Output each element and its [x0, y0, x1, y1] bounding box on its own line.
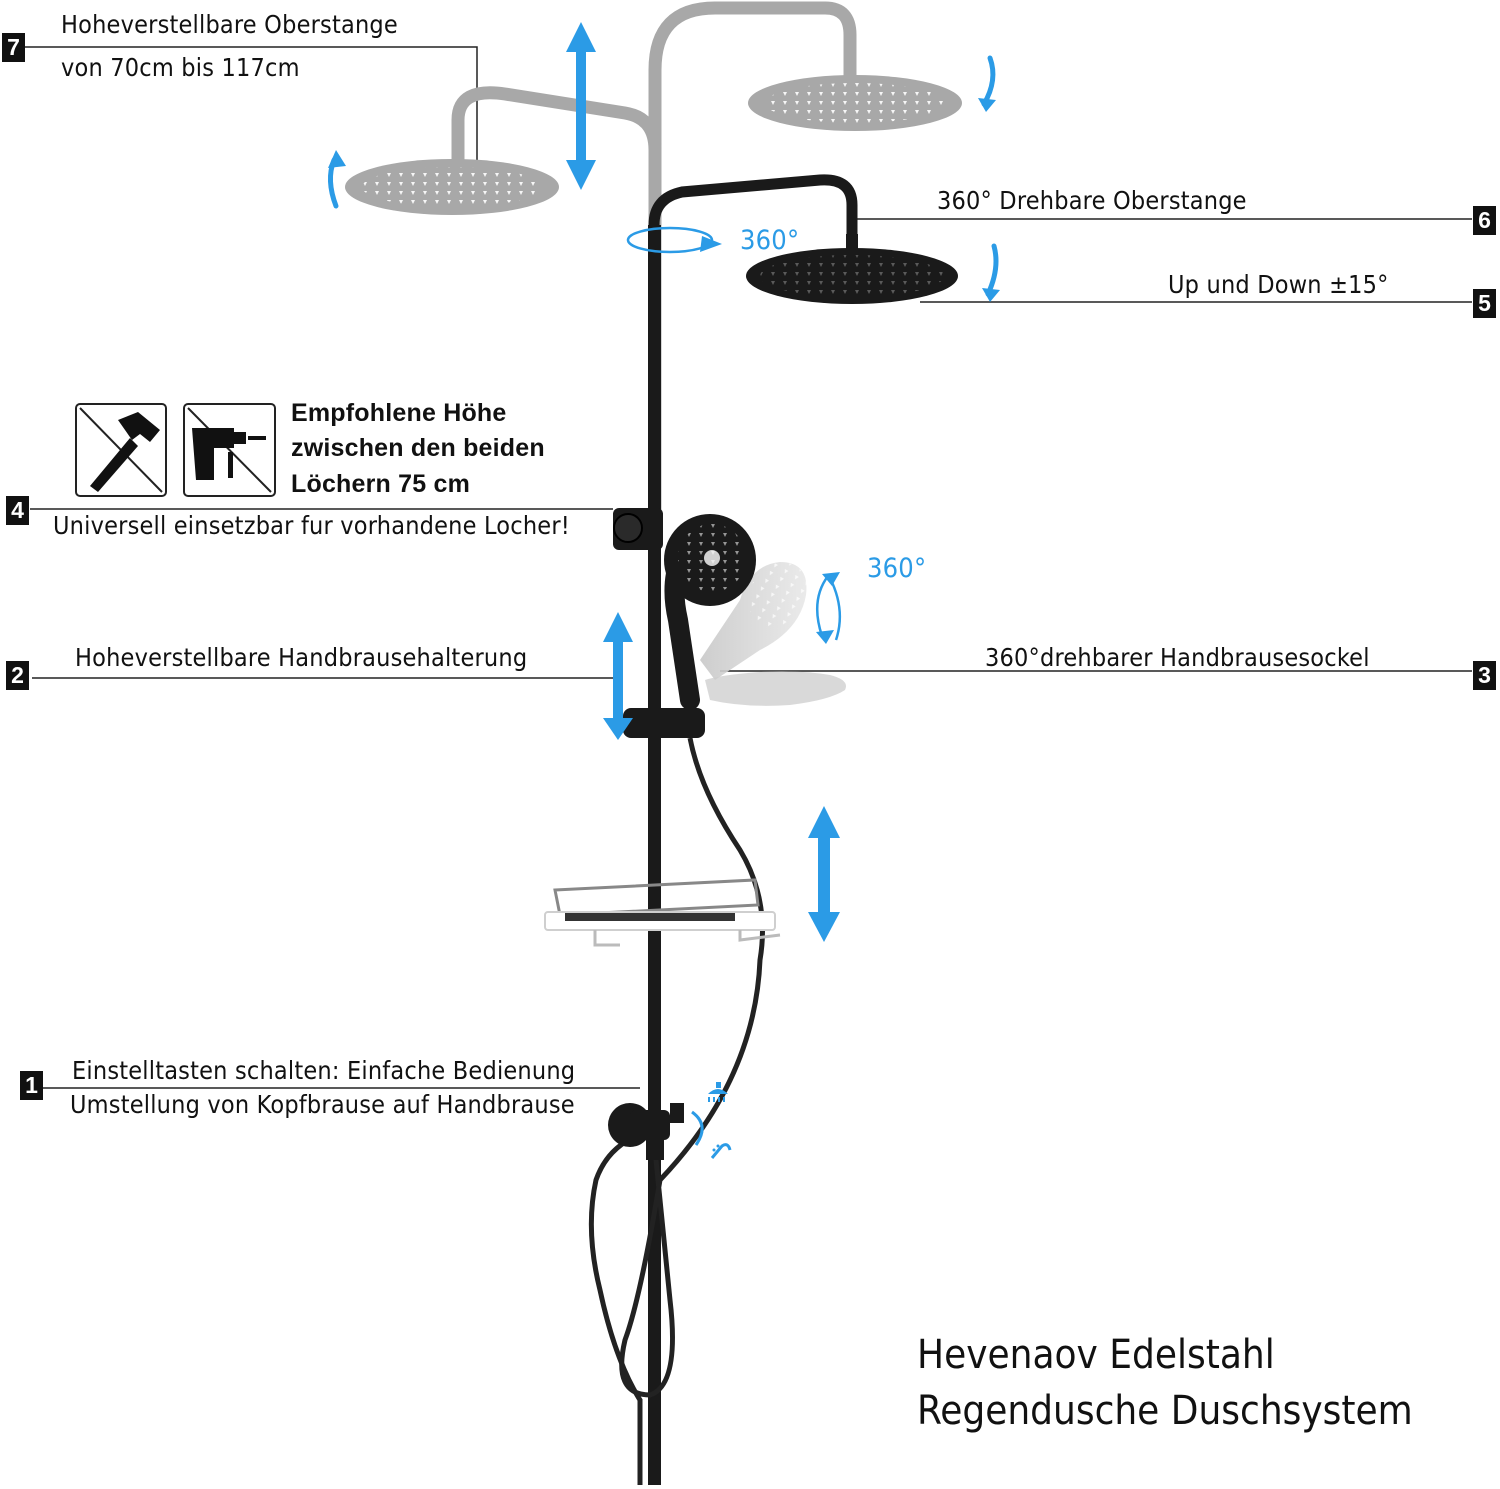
callout-badge-7: 7	[2, 33, 25, 62]
no-drill-icon	[183, 403, 276, 497]
main-rail	[613, 174, 958, 1485]
hand-shower-icon	[710, 1143, 732, 1159]
callout-6-text: 360° Drehbare Oberstange	[937, 186, 1247, 215]
callout-5-text: Up und Down ±15°	[1168, 270, 1389, 299]
hand-shower	[588, 514, 765, 1485]
callout-2-text: Hoheverstellbare Handbrausehalterung	[75, 643, 528, 672]
callout-badge-6: 6	[1473, 206, 1496, 235]
tilt-arrow-right-ghost	[981, 55, 996, 107]
adjustment-arrows	[566, 22, 840, 942]
no-hammer-icon	[75, 403, 167, 497]
rotation-label-top: 360°	[740, 225, 800, 256]
ghost-hand-showers	[700, 562, 846, 706]
callout-badge-2: 2	[6, 661, 29, 690]
callout-badge-3: 3	[1473, 661, 1496, 690]
recommendation-line-3: Löchern 75 cm	[291, 470, 471, 498]
rotation-arrow-top	[626, 226, 722, 254]
recommendation-line-2: zwischen den beiden	[291, 434, 545, 462]
leader-lines	[24, 46, 1472, 1089]
callout-badge-4: 4	[6, 496, 29, 525]
callout-7-line-1: Hoheverstellbare Oberstange	[61, 10, 398, 39]
callout-1-line-1: Einstelltasten schalten: Einfache Bedien…	[72, 1056, 576, 1085]
tilt-arrow-main	[985, 243, 999, 297]
callout-badge-1: 1	[20, 1071, 43, 1100]
callout-3-text: 360°drehbarer Handbrausesockel	[985, 643, 1370, 672]
rain-shower-icon	[708, 1082, 728, 1102]
rotation-label-hand: 360°	[867, 553, 927, 584]
callout-7-line-2: von 70cm bis 117cm	[61, 53, 300, 82]
product-title-line-2: Regendusche Duschsystem	[917, 1388, 1413, 1434]
callout-badge-5: 5	[1473, 289, 1496, 318]
callout-1-line-2: Umstellung von Kopfbrause auf Handbrause	[70, 1090, 575, 1119]
diverter-valve	[608, 1103, 704, 1160]
product-title-line-1: Hevenaov Edelstahl	[917, 1332, 1275, 1378]
slide-bracket	[623, 708, 705, 738]
recommendation-line-1: Empfohlene Höhe	[291, 399, 507, 427]
callout-4-text: Universell einsetzbar fur vorhandene Loc…	[53, 511, 570, 540]
rotation-arrow-hand	[816, 575, 842, 641]
ghost-positions	[345, 1, 962, 520]
soap-shelf	[544, 878, 781, 947]
